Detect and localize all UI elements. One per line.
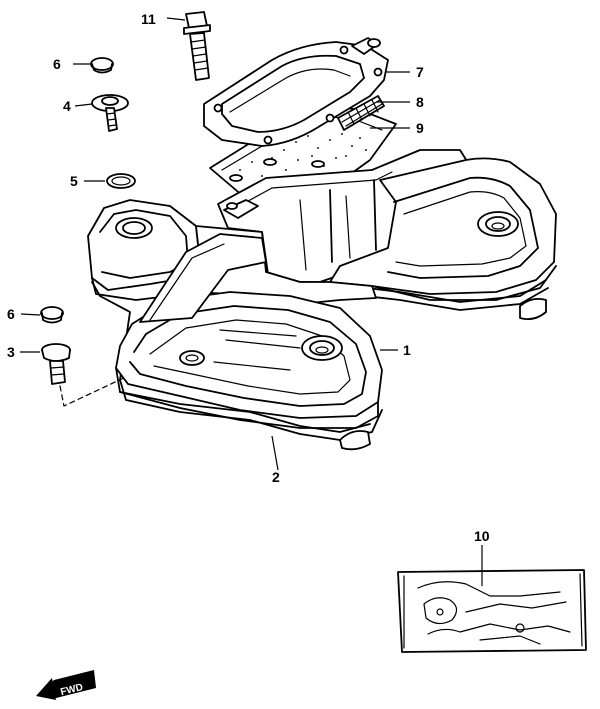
callout-4: 4 xyxy=(63,98,71,114)
callout-8: 8 xyxy=(416,94,424,110)
cap-part-6-upper xyxy=(90,57,114,74)
gasket-set-part-11 xyxy=(397,569,587,653)
callout-9: 9 xyxy=(416,120,424,136)
breather-cover-part-7 xyxy=(203,37,389,147)
fwd-label: FWD xyxy=(59,682,84,698)
leader-3-dashed xyxy=(59,375,129,407)
o-ring-part-5 xyxy=(106,173,136,189)
leader-4 xyxy=(74,103,93,107)
leader-6-lower xyxy=(20,313,41,316)
bolt-part-3 xyxy=(41,343,71,385)
bolt-long-part-10 xyxy=(183,11,211,81)
callout-1: 1 xyxy=(403,342,411,358)
callout-5: 5 xyxy=(70,173,78,189)
callout-6-upper: 6 xyxy=(53,56,61,72)
callout-2: 2 xyxy=(272,469,280,485)
callout-6-lower: 6 xyxy=(7,306,15,322)
leader-10 xyxy=(166,17,186,21)
callout-7: 7 xyxy=(416,64,424,80)
forward-arrow-icon: FWD xyxy=(36,670,96,700)
cap-part-6-lower xyxy=(40,306,64,324)
washer-bolt-part-4 xyxy=(91,94,129,132)
mesh-element-part-8 xyxy=(337,95,385,131)
callout-11: 10 xyxy=(474,528,490,544)
leader-2 xyxy=(271,435,279,471)
callout-3: 3 xyxy=(7,344,15,360)
cylinder-head-cover-part-1 xyxy=(87,149,557,429)
callout-10: 11 xyxy=(141,11,156,27)
